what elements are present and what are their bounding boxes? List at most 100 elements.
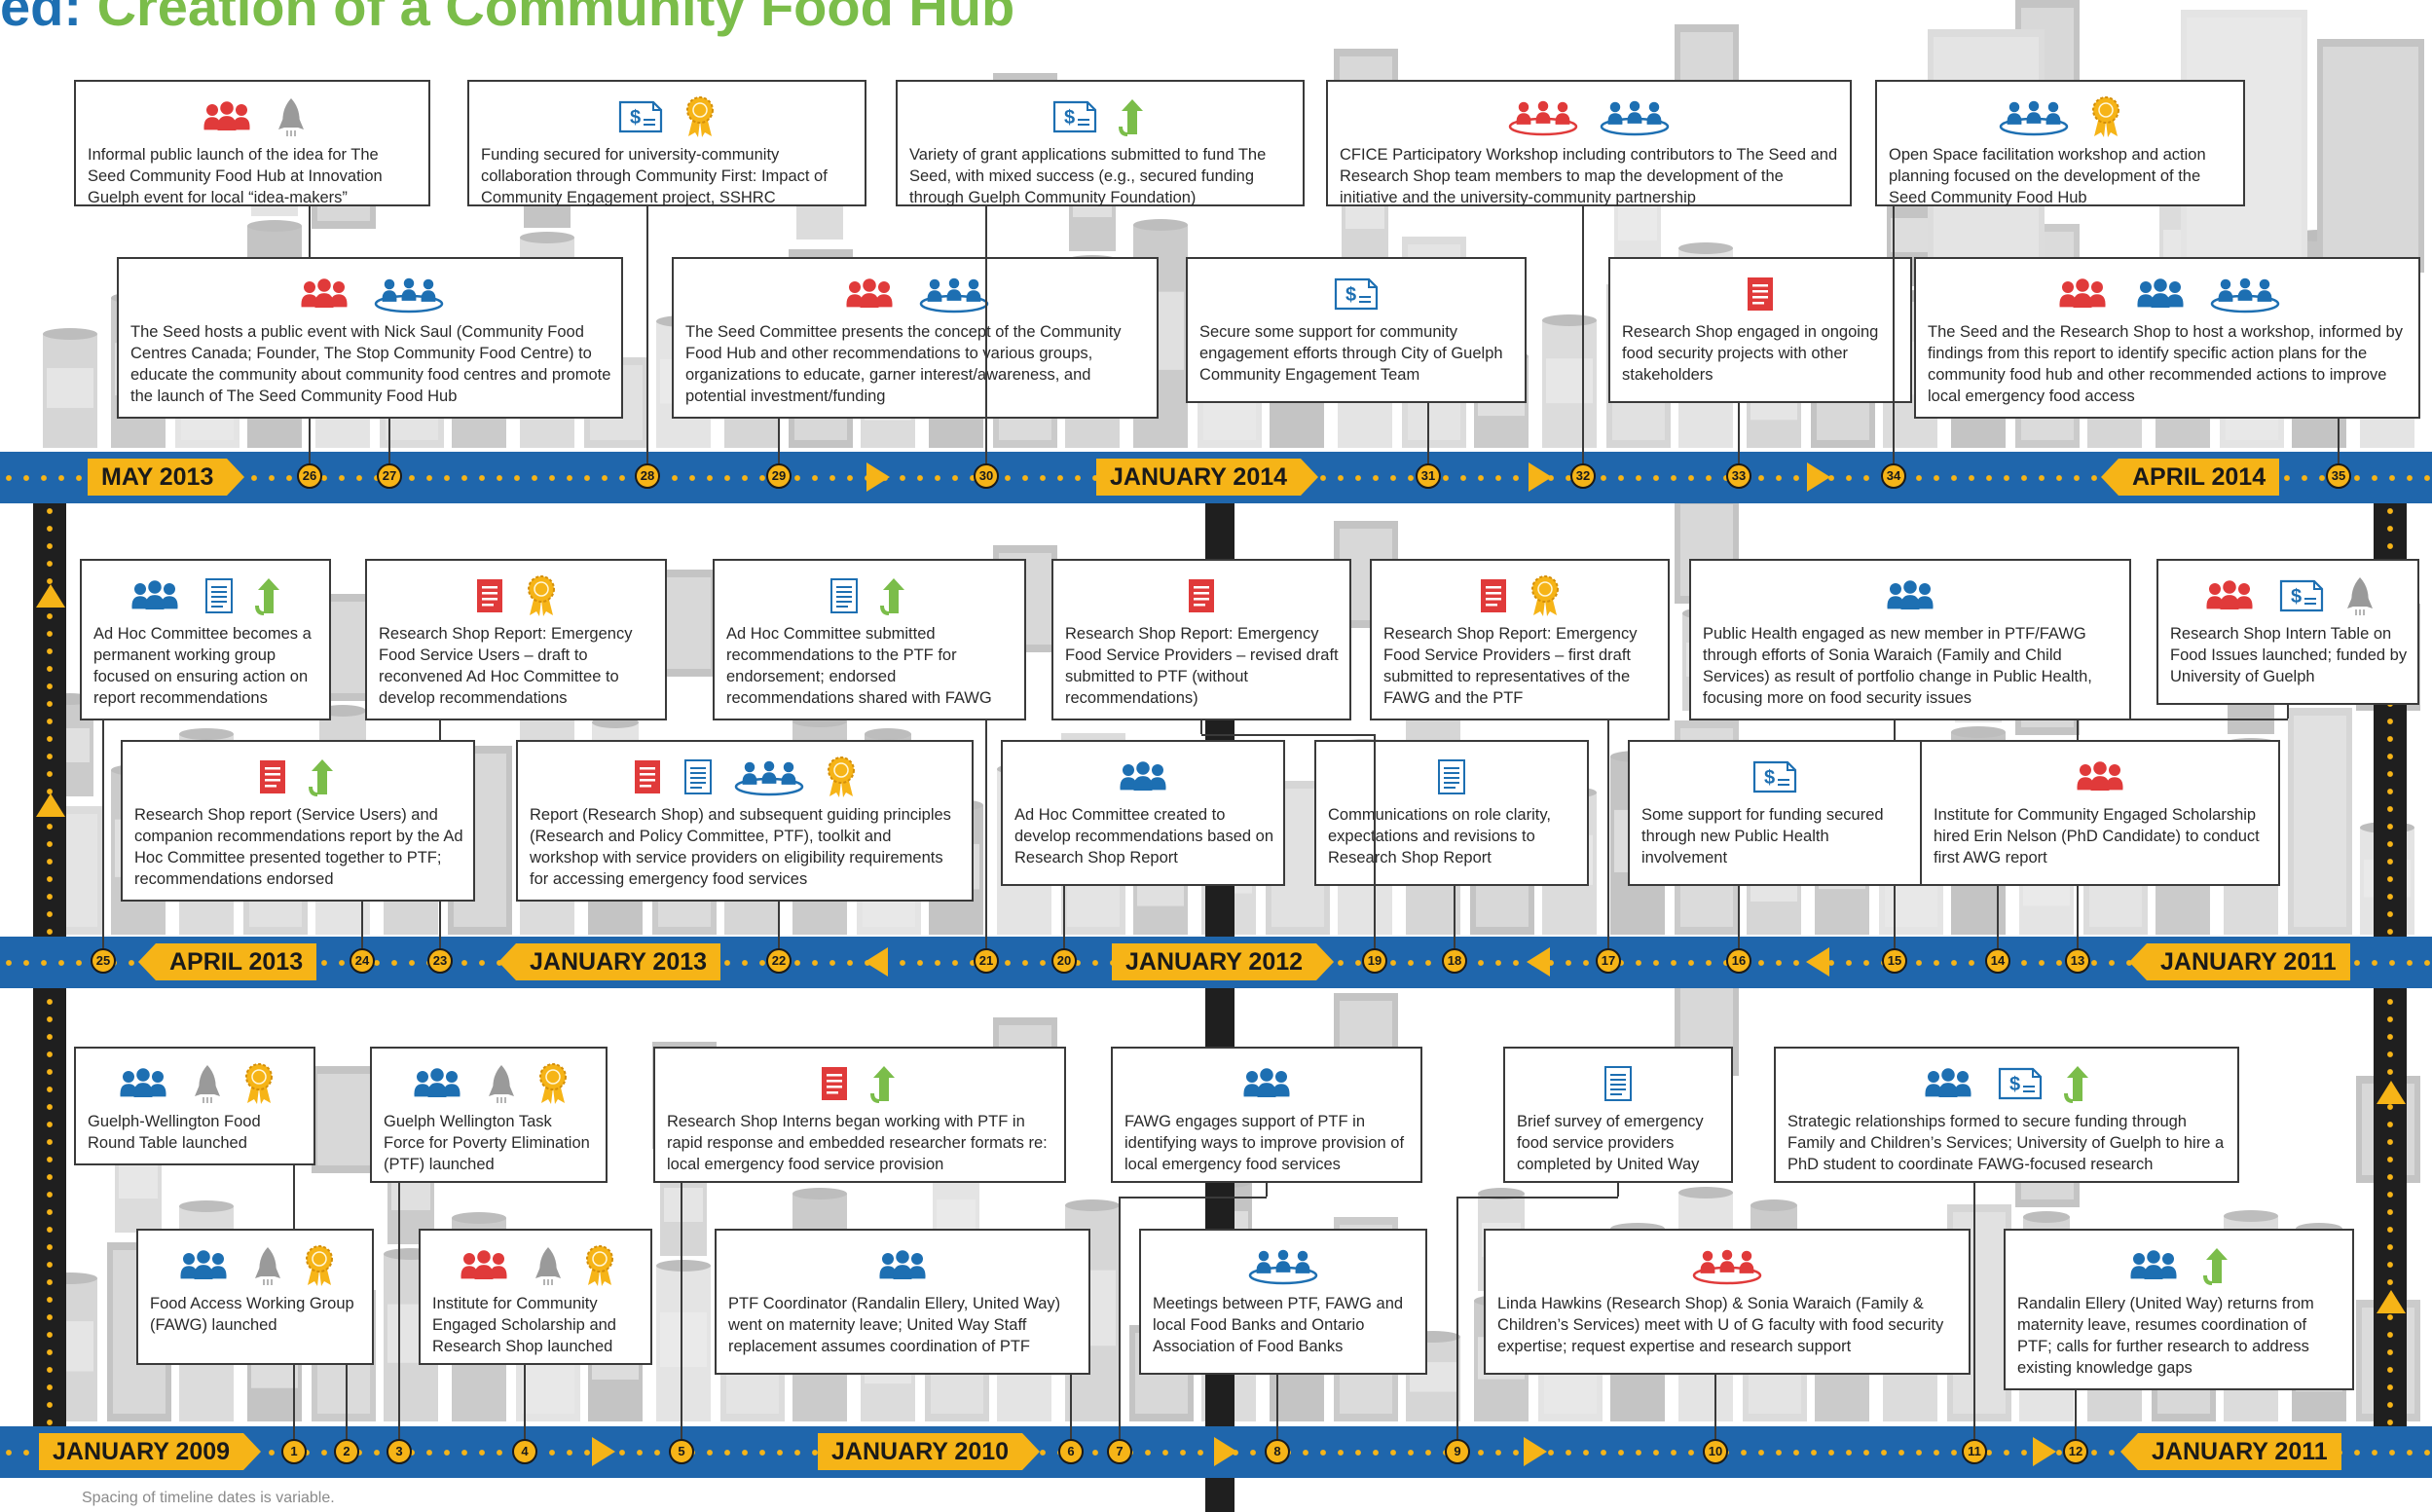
- arrow-up-green-icon: [309, 757, 338, 796]
- event-card-28: $Funding secured for university-communit…: [467, 80, 866, 206]
- left-arrow-icon: [1806, 947, 1829, 977]
- event-card-2: Food Access Working Group (FAWG) launche…: [136, 1229, 374, 1365]
- left-arrow-icon: [865, 947, 888, 977]
- leader-line: [1607, 720, 1609, 949]
- event-text: Strategic relationships formed to secure…: [1787, 1113, 2225, 1173]
- people-red-icon: [199, 97, 255, 136]
- rocket-icon: [487, 1063, 516, 1104]
- event-icons: [421, 1244, 650, 1287]
- event-text: The Seed hosts a public event with Nick …: [130, 323, 611, 405]
- event-icons: [1328, 95, 1850, 138]
- event-marker-24: 24: [350, 948, 375, 974]
- event-card-20: Ad Hoc Committee created to develop reco…: [1001, 740, 1285, 886]
- people-blue-icon: [409, 1064, 465, 1103]
- event-text: Research Shop Interns began working with…: [667, 1113, 1048, 1173]
- event-icons: [1505, 1062, 1731, 1105]
- event-icons: [1916, 273, 2418, 315]
- event-icons: $: [469, 95, 865, 138]
- funding-icon: $: [1998, 1065, 2043, 1102]
- report-red-icon: [820, 1065, 849, 1102]
- event-text: Randalin Ellery (United Way) returns fro…: [2017, 1295, 2314, 1377]
- up-arrow-icon: [2377, 1081, 2406, 1104]
- event-marker-4: 4: [512, 1439, 537, 1464]
- report-red-icon: [475, 577, 504, 614]
- event-marker-5: 5: [669, 1439, 694, 1464]
- page-title: ed: Creation of a Community Food Hub: [0, 0, 1014, 38]
- people-blue-icon: [175, 1246, 232, 1285]
- arrow-up-green-icon: [870, 1064, 900, 1103]
- leader-line: [2075, 1390, 2077, 1440]
- right-arrow-icon: [1214, 1437, 1237, 1466]
- event-card-21: Ad Hoc Committee submitted recommendatio…: [713, 559, 1026, 720]
- leader-line: [1266, 1183, 1268, 1197]
- award-ribbon-icon: [526, 574, 557, 617]
- event-marker-19: 19: [1362, 948, 1387, 974]
- event-icons: [119, 273, 621, 315]
- event-icons: [1691, 574, 2129, 617]
- funding-icon: $: [1334, 276, 1379, 313]
- group-blue-icon: [2210, 275, 2280, 313]
- group-red-icon: [1692, 1246, 1762, 1285]
- funding-icon: $: [618, 98, 663, 135]
- event-text: Ad Hoc Committee becomes a permanent wor…: [93, 625, 312, 707]
- people-red-icon: [456, 1246, 512, 1285]
- event-marker-21: 21: [974, 948, 999, 974]
- svg-text:$: $: [2009, 1074, 2020, 1095]
- report-red-icon: [633, 758, 662, 795]
- award-ribbon-icon: [304, 1244, 335, 1287]
- leader-line: [1200, 720, 1202, 734]
- left-arrow-icon: [1527, 947, 1550, 977]
- people-blue-icon: [1115, 757, 1171, 796]
- award-ribbon-icon: [243, 1062, 275, 1105]
- leader-line: [985, 206, 987, 464]
- event-text: Research Shop Report: Emergency Food Ser…: [379, 625, 633, 707]
- event-icons: [1053, 574, 1349, 617]
- leader-line: [524, 1365, 526, 1440]
- award-ribbon-icon: [1529, 574, 1561, 617]
- event-icons: [1486, 1244, 1969, 1287]
- event-marker-16: 16: [1726, 948, 1751, 974]
- award-ribbon-icon: [2090, 95, 2121, 138]
- document-icon: [1603, 1065, 1633, 1102]
- event-text: Ad Hoc Committee created to develop reco…: [1014, 806, 1274, 867]
- report-red-icon: [1746, 276, 1775, 313]
- group-blue-icon: [1600, 97, 1670, 136]
- date-label-january-2009: JANUARY 2009: [39, 1433, 262, 1470]
- event-marker-26: 26: [297, 463, 322, 489]
- leader-line: [388, 419, 390, 464]
- event-card-16: $ Some support for funding secured throug…: [1628, 740, 1922, 886]
- event-marker-8: 8: [1265, 1439, 1290, 1464]
- leader-line: [398, 1183, 400, 1440]
- svg-text:$: $: [1345, 284, 1356, 306]
- people-red-icon: [296, 275, 352, 313]
- event-text: Ad Hoc Committee submitted recommendatio…: [726, 625, 992, 707]
- event-marker-3: 3: [387, 1439, 412, 1464]
- event-card-8: Meetings between PTF, FAWG and local Foo…: [1139, 1229, 1427, 1375]
- event-icons: $: [1630, 756, 1920, 798]
- event-card-23: Research Shop Report: Emergency Food Ser…: [365, 559, 667, 720]
- leader-line: [1374, 734, 1376, 949]
- event-icons: [1610, 273, 1910, 315]
- footnote: Spacing of timeline dates is variable.: [82, 1490, 335, 1506]
- report-red-icon: [1187, 577, 1216, 614]
- rocket-icon: [253, 1245, 282, 1286]
- event-icons: [674, 273, 1157, 315]
- event-card-14: Institute for Community Engaged Scholars…: [1920, 740, 2280, 886]
- leader-line: [346, 1365, 348, 1440]
- leader-line: [1582, 206, 1584, 464]
- leader-line: [1617, 1183, 1619, 1197]
- event-marker-14: 14: [1985, 948, 2010, 974]
- event-marker-28: 28: [635, 463, 660, 489]
- leader-line: [1120, 1197, 1267, 1199]
- date-label-january-2010: JANUARY 2010: [818, 1433, 1041, 1470]
- people-blue-icon: [2132, 275, 2189, 313]
- svg-text:$: $: [2291, 586, 2302, 608]
- document-icon: [1437, 758, 1466, 795]
- event-marker-30: 30: [974, 463, 999, 489]
- leader-line: [985, 720, 987, 949]
- up-arrow-icon: [36, 793, 65, 817]
- event-card-29: The Seed Committee presents the concept …: [672, 257, 1159, 419]
- event-marker-23: 23: [427, 948, 453, 974]
- event-marker-2: 2: [334, 1439, 359, 1464]
- event-text: Some support for funding secured through…: [1641, 806, 1884, 867]
